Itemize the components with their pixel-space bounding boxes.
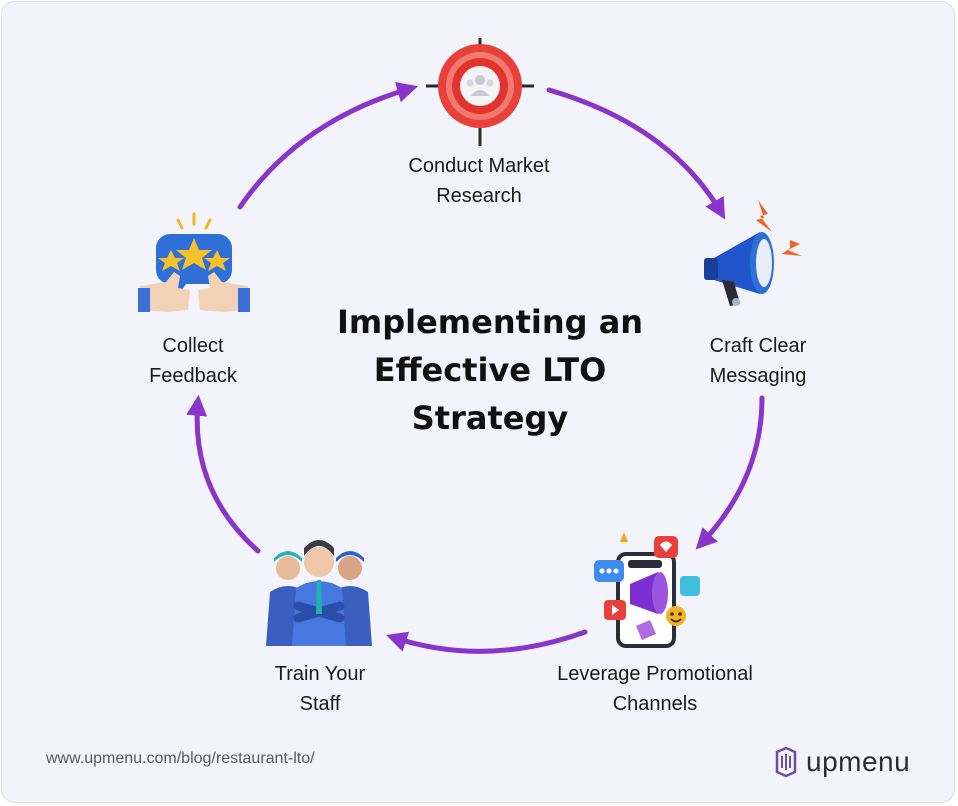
arrow-research-to-messaging [546, 87, 726, 220]
step-label-collect-feedback: Collect Feedback [149, 335, 237, 387]
arrow-staff-to-feedback [186, 394, 261, 554]
stars-thumbs-up-icon [138, 212, 250, 312]
social-media-phone-icon [594, 532, 700, 648]
step-label-train-staff: Train Your Staff [274, 663, 366, 715]
title-line-3: Strategy [411, 399, 569, 437]
upmenu-logo: upmenu [774, 742, 910, 782]
step-label-market-research: Conduct Market Research [408, 155, 550, 207]
target-audience-icon [426, 38, 534, 146]
arrow-messaging-to-channels [695, 395, 765, 550]
diagram-title: Implementing an Effective LTO Strategy [300, 298, 680, 442]
step-label-clear-messaging: Craft Clear Messaging [709, 335, 807, 387]
title-line-2: Effective LTO [373, 351, 607, 389]
step-label-promotional-channels: Leverage Promotional Channels [557, 663, 753, 715]
upmenu-logo-text: upmenu [806, 746, 911, 777]
upmenu-logo-icon [775, 746, 797, 778]
arrow-channels-to-staff [386, 629, 588, 654]
arrow-feedback-to-research [237, 81, 419, 210]
source-url: www.upmenu.com/blog/restaurant-lto/ [46, 750, 315, 767]
megaphone-icon [704, 200, 802, 306]
team-staff-icon [266, 540, 372, 646]
title-line-1: Implementing an [336, 303, 644, 341]
